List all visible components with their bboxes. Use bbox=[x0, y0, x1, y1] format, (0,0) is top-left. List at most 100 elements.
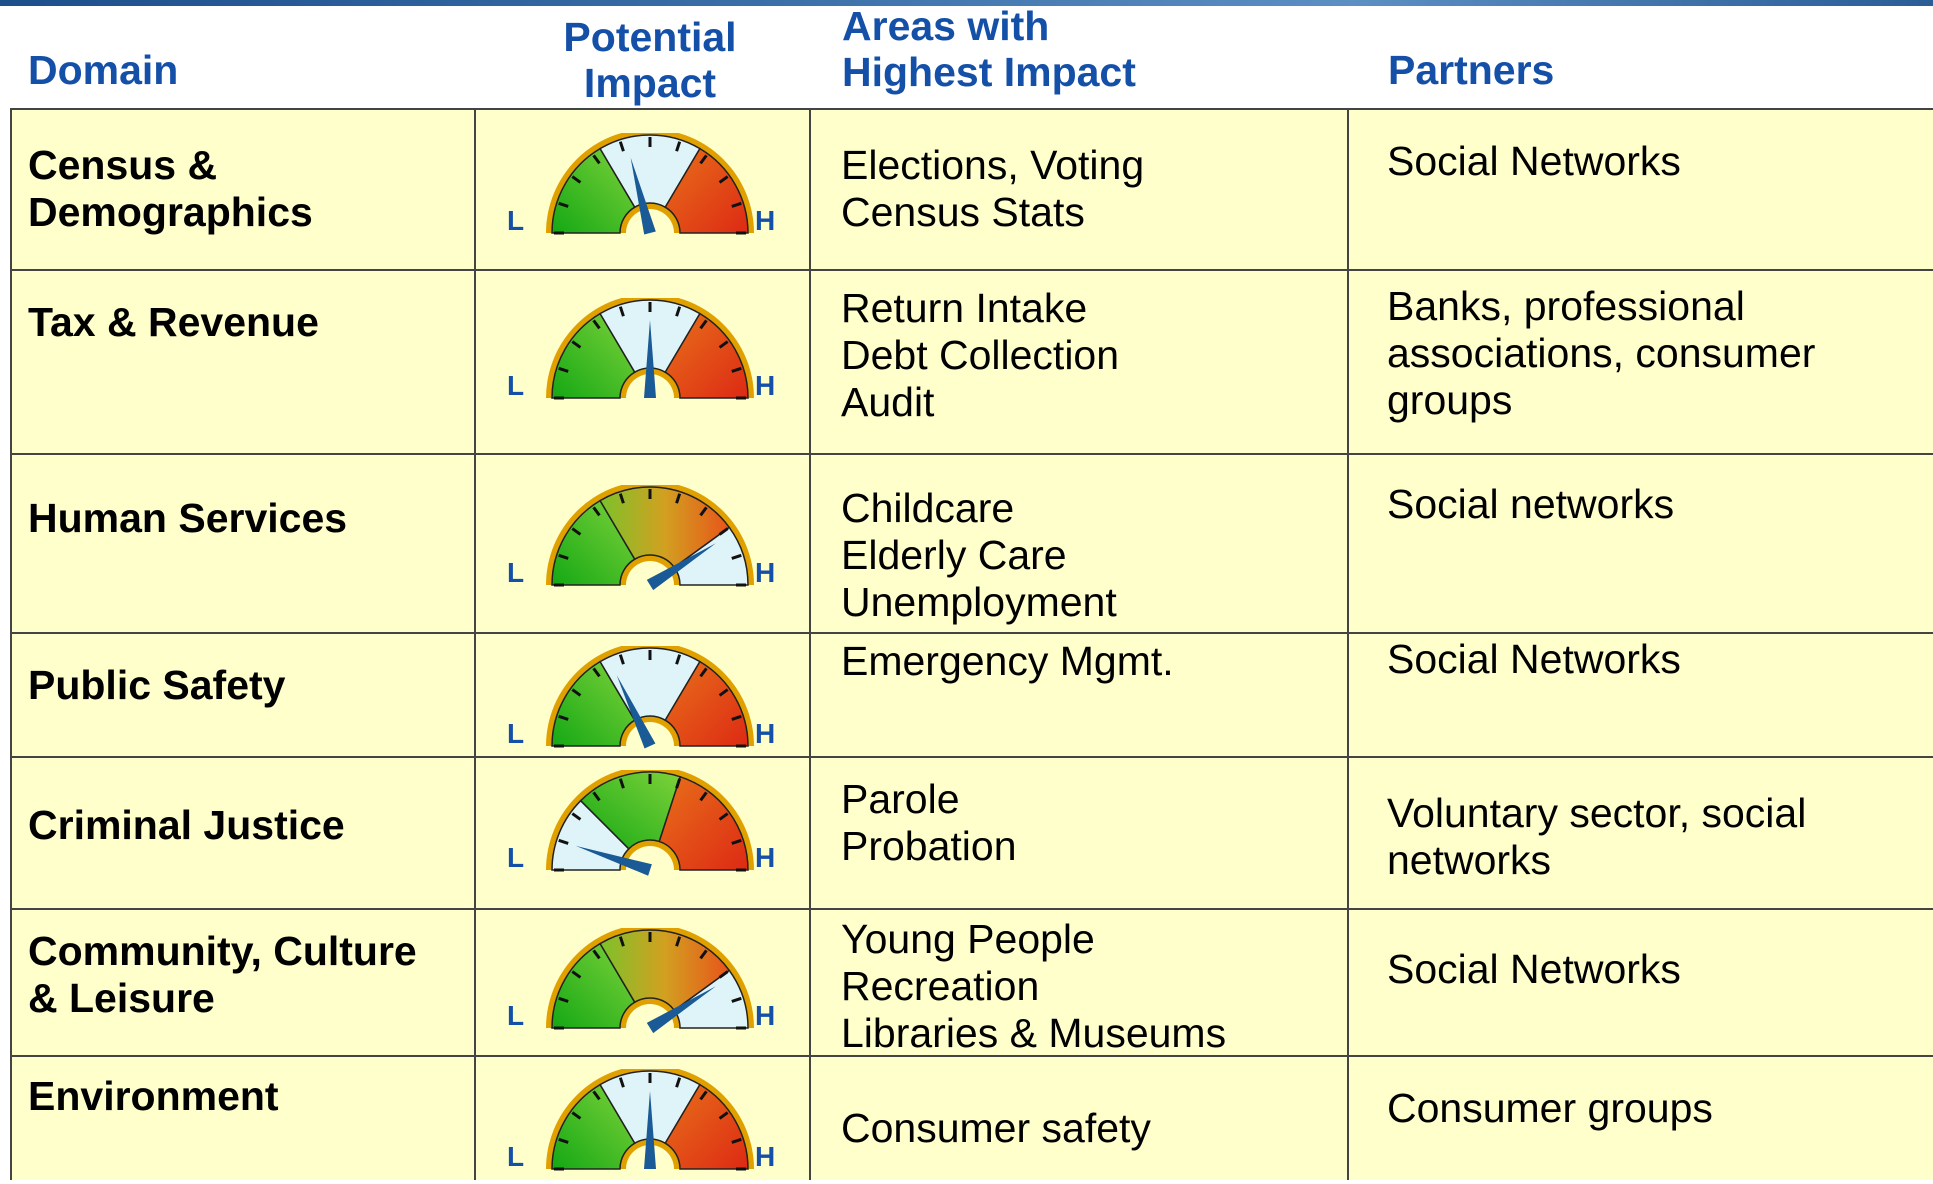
gauge-needle bbox=[575, 845, 652, 876]
gauge-tick bbox=[592, 154, 601, 165]
domain-cell: Community, Culture& Leisure bbox=[28, 928, 417, 1022]
gauge-tick bbox=[618, 654, 625, 665]
gauge-tick bbox=[618, 493, 625, 504]
gauge-tick bbox=[592, 506, 601, 517]
partner-line: Consumer groups bbox=[1387, 1085, 1713, 1131]
domain-line: Census & bbox=[28, 142, 218, 188]
gauge-tick bbox=[558, 838, 569, 845]
gauge-tick bbox=[618, 778, 625, 789]
partners-cell: Social Networks bbox=[1387, 636, 1681, 683]
gauge-tick bbox=[571, 688, 582, 697]
gauge-tick bbox=[571, 812, 582, 821]
gauge-tick bbox=[558, 996, 569, 1003]
gauge-tick bbox=[558, 553, 569, 560]
gauge-segment bbox=[599, 486, 731, 569]
gauge-low-label: L bbox=[507, 718, 525, 749]
gauge-segment bbox=[664, 312, 749, 399]
partner-line: Banks, professional bbox=[1387, 283, 1745, 329]
gauge-tick bbox=[571, 1111, 582, 1120]
gauge-tick bbox=[699, 949, 708, 960]
gauge-tick bbox=[558, 714, 569, 721]
gauge-needle bbox=[644, 1091, 656, 1169]
domain-cell: Tax & Revenue bbox=[28, 299, 319, 346]
gauge-segment bbox=[551, 942, 636, 1029]
areas-cell: Emergency Mgmt. bbox=[841, 638, 1174, 685]
gauge-tick bbox=[675, 778, 682, 789]
domain-cell: Environment bbox=[28, 1073, 279, 1120]
gauge-high-label: H bbox=[755, 557, 776, 588]
gauge-tick bbox=[718, 1111, 729, 1120]
gauge-segment bbox=[551, 312, 636, 399]
header-domain: Domain bbox=[28, 47, 179, 93]
gauge-segment bbox=[551, 1083, 636, 1170]
column-divider bbox=[809, 108, 811, 1180]
gauge-segment bbox=[599, 647, 701, 722]
gauge-tick bbox=[618, 936, 625, 947]
header-potential-impact: Potential Impact bbox=[540, 14, 760, 107]
gauge-high-label: H bbox=[755, 1000, 776, 1031]
domain-line: Demographics bbox=[28, 189, 313, 236]
gauge-segment bbox=[599, 929, 731, 1012]
area-item: Emergency Mgmt. bbox=[841, 638, 1174, 684]
domain-line: Environment bbox=[28, 1073, 279, 1119]
areas-cell: Consumer safety bbox=[841, 1105, 1151, 1152]
gauge-tick bbox=[558, 1137, 569, 1144]
gauge-needle bbox=[646, 986, 716, 1034]
gauge-needle bbox=[646, 543, 716, 591]
domain-cell: Census &Demographics bbox=[28, 142, 313, 236]
area-item: Elections, Voting bbox=[841, 142, 1145, 188]
header-impact-line1: Potential bbox=[563, 14, 737, 60]
gauge-low-label: L bbox=[507, 370, 525, 401]
gauge-segment bbox=[658, 775, 749, 871]
domain-line: Criminal Justice bbox=[28, 802, 345, 848]
gauge-high-label: H bbox=[755, 370, 776, 401]
gauge-tick bbox=[718, 340, 729, 349]
gauge-svg bbox=[546, 481, 754, 591]
domain-line: Public Safety bbox=[28, 662, 286, 708]
gauge-tick bbox=[718, 688, 729, 697]
partner-line: Social networks bbox=[1387, 481, 1675, 527]
header-areas-line2: Highest Impact bbox=[842, 48, 1136, 95]
gauge-low-label: L bbox=[507, 842, 525, 873]
gauge-tick bbox=[675, 493, 682, 504]
gauge-tick bbox=[731, 714, 742, 721]
gauge-tick bbox=[699, 667, 708, 678]
gauge-svg bbox=[546, 642, 754, 749]
header-partners: Partners bbox=[1388, 47, 1555, 93]
gauge-high-label: H bbox=[755, 718, 776, 749]
gauge-tick bbox=[731, 838, 742, 845]
gauge-segment bbox=[551, 660, 636, 747]
top-banner-bar bbox=[0, 0, 1933, 6]
area-item: Debt Collection bbox=[841, 332, 1120, 379]
gauge-tick bbox=[675, 936, 682, 947]
partner-line: Social Networks bbox=[1387, 636, 1681, 682]
partner-line: Social Networks bbox=[1387, 138, 1681, 184]
gauge-tick bbox=[592, 1090, 601, 1101]
gauge-segment bbox=[551, 499, 636, 586]
header-areas-line1: Areas with bbox=[842, 3, 1050, 49]
area-item: Libraries & Museums bbox=[841, 1010, 1227, 1057]
gauge-segment bbox=[664, 147, 749, 234]
gauge-svg bbox=[546, 766, 754, 876]
gauge-tick bbox=[731, 201, 742, 208]
partners-cell: Consumer groups bbox=[1387, 1085, 1713, 1132]
area-item: Parole bbox=[841, 776, 960, 822]
gauge-tick bbox=[675, 654, 682, 665]
gauge-tick bbox=[592, 667, 601, 678]
gauge-low-label: L bbox=[507, 205, 525, 236]
domain-line: Tax & Revenue bbox=[28, 299, 319, 345]
partners-cell: Social Networks bbox=[1387, 138, 1681, 185]
